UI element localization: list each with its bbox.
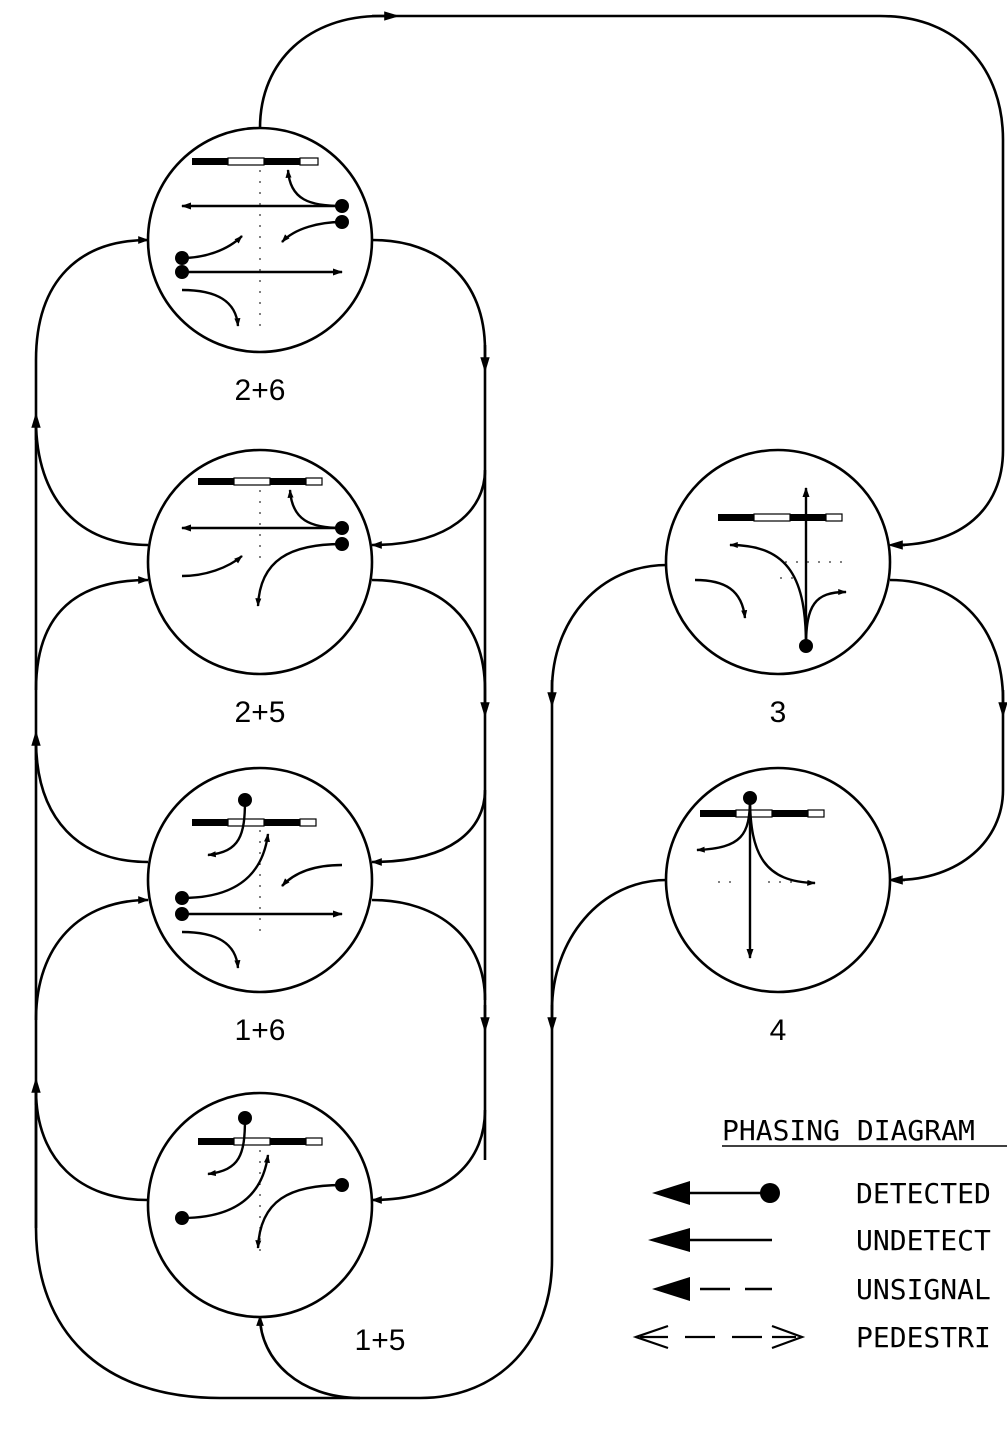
phase-circle — [664, 766, 892, 994]
phase-3: 3 — [664, 448, 892, 729]
legend-title: PHASING DIAGRAM — [722, 1114, 975, 1147]
bottom-return-loop — [34, 690, 554, 1400]
phase-circle — [146, 126, 374, 354]
phase-label: 1+6 — [235, 1014, 286, 1047]
legend-undetected-symbol — [648, 1228, 772, 1252]
phase-label: 3 — [770, 696, 787, 729]
phase-2-6: 2+6 — [146, 126, 374, 407]
legend-label-detected: DETECTED — [856, 1177, 991, 1210]
phase-circle — [146, 766, 374, 994]
legend-label-pedestrian: PEDESTRI — [856, 1321, 991, 1354]
phase-label: 2+5 — [235, 696, 286, 729]
loop-to-phase-3 — [258, 14, 1005, 547]
phase-1-6: 1+6 — [146, 766, 374, 1047]
legend-detected-symbol — [652, 1181, 780, 1205]
phase-transition-lines — [31, 11, 1007, 1400]
phase-1-5: 1+5 — [146, 1091, 406, 1357]
phase-label: 4 — [770, 1014, 787, 1047]
legend-unsignalized-symbol — [652, 1277, 772, 1301]
phase-4: 4 — [664, 766, 892, 1047]
legend-label-undetected: UNDETECT — [856, 1224, 991, 1257]
phase-circle — [664, 448, 892, 676]
phase-label: 2+6 — [235, 374, 286, 407]
phase-label: 1+5 — [355, 1324, 406, 1357]
legend-pedestrian-symbol — [632, 1324, 806, 1350]
legend-label-unsignalized: UNSIGNAL — [856, 1273, 991, 1306]
legend: PHASING DIAGRAM DETECTED UNDETECT UNSIGN… — [632, 1114, 1007, 1354]
phase-2-5: 2+5 — [146, 448, 374, 729]
phase-circle — [146, 448, 374, 676]
